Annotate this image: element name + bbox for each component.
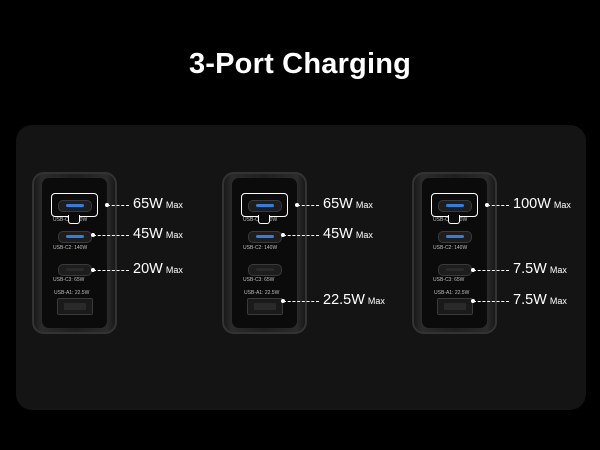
leader-line — [297, 205, 319, 206]
leader-line — [487, 205, 509, 206]
usbc3-label: USB-C3: 65W — [53, 277, 85, 283]
max-suffix: Max — [355, 200, 373, 210]
usbc2-port — [58, 231, 92, 243]
highlight-tab — [448, 215, 460, 224]
usbc2-label: USB-C2: 140W — [433, 245, 468, 251]
usb-c-tongue — [446, 235, 464, 238]
leader-line — [93, 270, 129, 271]
usbc3-label: USB-C3: 65W — [433, 277, 465, 283]
usbc3-port — [58, 264, 92, 276]
usbc3-label: USB-C3: 65W — [243, 277, 275, 283]
usb-c1-highlight — [241, 193, 288, 217]
wattage-value: 22.5W — [323, 292, 365, 308]
leader-line — [473, 270, 509, 271]
usb-a-slot — [64, 303, 86, 310]
usb-a-slot — [444, 303, 466, 310]
usbc2-port — [438, 231, 472, 243]
highlight-tab — [68, 215, 80, 224]
usbc2-label: USB-C2: 140W — [243, 245, 278, 251]
usb-a1-port — [247, 298, 283, 315]
usb-a1-port — [57, 298, 93, 315]
wattage-value: 45W — [323, 226, 353, 242]
usb-c-tongue — [256, 204, 274, 207]
usb-c-tongue — [66, 204, 84, 207]
usb-c-tongue — [446, 204, 464, 207]
max-suffix: Max — [367, 296, 385, 306]
wattage-value: 100W — [513, 196, 551, 212]
usb-c-tongue — [256, 235, 274, 238]
usba1-label: USB-A1: 22.5W — [54, 290, 90, 296]
wattage-value: 7.5W — [513, 261, 547, 277]
usb-c-tongue — [446, 268, 464, 271]
max-suffix: Max — [165, 265, 183, 275]
usbc3-port — [438, 264, 472, 276]
max-suffix: Max — [553, 200, 571, 210]
usba1-label: USB-A1: 22.5W — [434, 290, 470, 296]
wattage-value: 45W — [133, 226, 163, 242]
highlight-tab — [258, 215, 270, 224]
leader-line — [473, 301, 509, 302]
usbc2-label: USB-C2: 140W — [53, 245, 88, 251]
max-suffix: Max — [165, 230, 183, 240]
leader-line — [283, 301, 319, 302]
max-suffix: Max — [165, 200, 183, 210]
usb-c1-highlight — [51, 193, 98, 217]
usbc2-port — [248, 231, 282, 243]
wattage-value: 20W — [133, 261, 163, 277]
usb-a1-port — [437, 298, 473, 315]
usba1-label: USB-A1: 22.5W — [244, 290, 280, 296]
wattage-value: 65W — [133, 196, 163, 212]
wattage-value: 65W — [323, 196, 353, 212]
usbc1-port — [248, 200, 282, 212]
usbc1-port — [58, 200, 92, 212]
leader-line — [283, 235, 319, 236]
usbc1-port — [438, 200, 472, 212]
max-suffix: Max — [549, 296, 567, 306]
leader-line — [107, 205, 129, 206]
max-suffix: Max — [549, 265, 567, 275]
usbc3-port — [248, 264, 282, 276]
usb-a-slot — [254, 303, 276, 310]
wattage-value: 7.5W — [513, 292, 547, 308]
usb-c-tongue — [66, 268, 84, 271]
usb-c-tongue — [256, 268, 274, 271]
page-title: 3-Port Charging — [188, 48, 412, 80]
usb-c1-highlight — [431, 193, 478, 217]
max-suffix: Max — [355, 230, 373, 240]
leader-line — [93, 235, 129, 236]
usb-c-tongue — [66, 235, 84, 238]
